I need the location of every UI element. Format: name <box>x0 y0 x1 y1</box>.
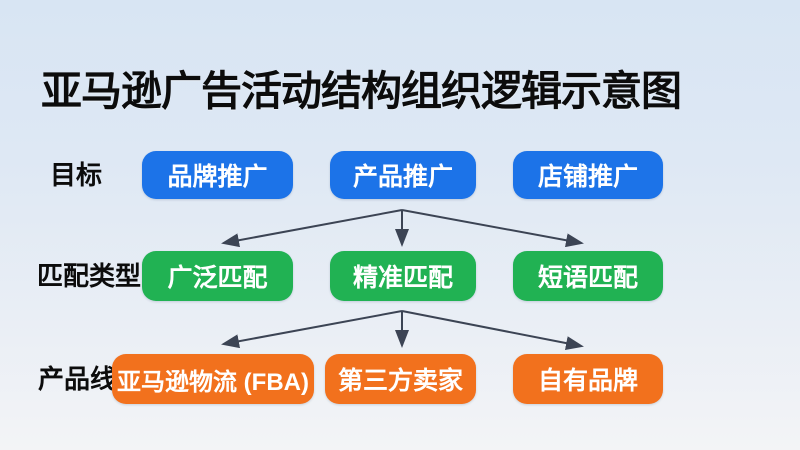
node-store-promotion: 店铺推广 <box>513 151 663 199</box>
row-label-match-type: 匹配类型 <box>37 261 142 291</box>
node-third-party-seller: 第三方卖家 <box>325 354 476 404</box>
page-title: 亚马逊广告活动结构组织逻辑示意图 <box>41 68 682 114</box>
node-exact-match: 精准匹配 <box>330 251 476 301</box>
row-label-goal: 目标 <box>50 160 103 190</box>
arrow-product-to-broad <box>221 209 403 248</box>
node-product-promotion: 产品推广 <box>330 151 476 199</box>
arrow-product-to-phrase <box>401 209 584 248</box>
node-broad-match: 广泛匹配 <box>142 251 293 301</box>
node-brand-promotion: 品牌推广 <box>142 151 293 199</box>
arrow-exact-to-own <box>401 310 584 350</box>
node-phrase-match: 短语匹配 <box>513 251 663 301</box>
arrow-exact-to-fba <box>221 310 403 349</box>
node-own-brand: 自有品牌 <box>513 354 663 404</box>
row-label-product-line: 产品线 <box>38 364 117 394</box>
node-fba: 亚马逊物流 (FBA) <box>112 354 314 404</box>
